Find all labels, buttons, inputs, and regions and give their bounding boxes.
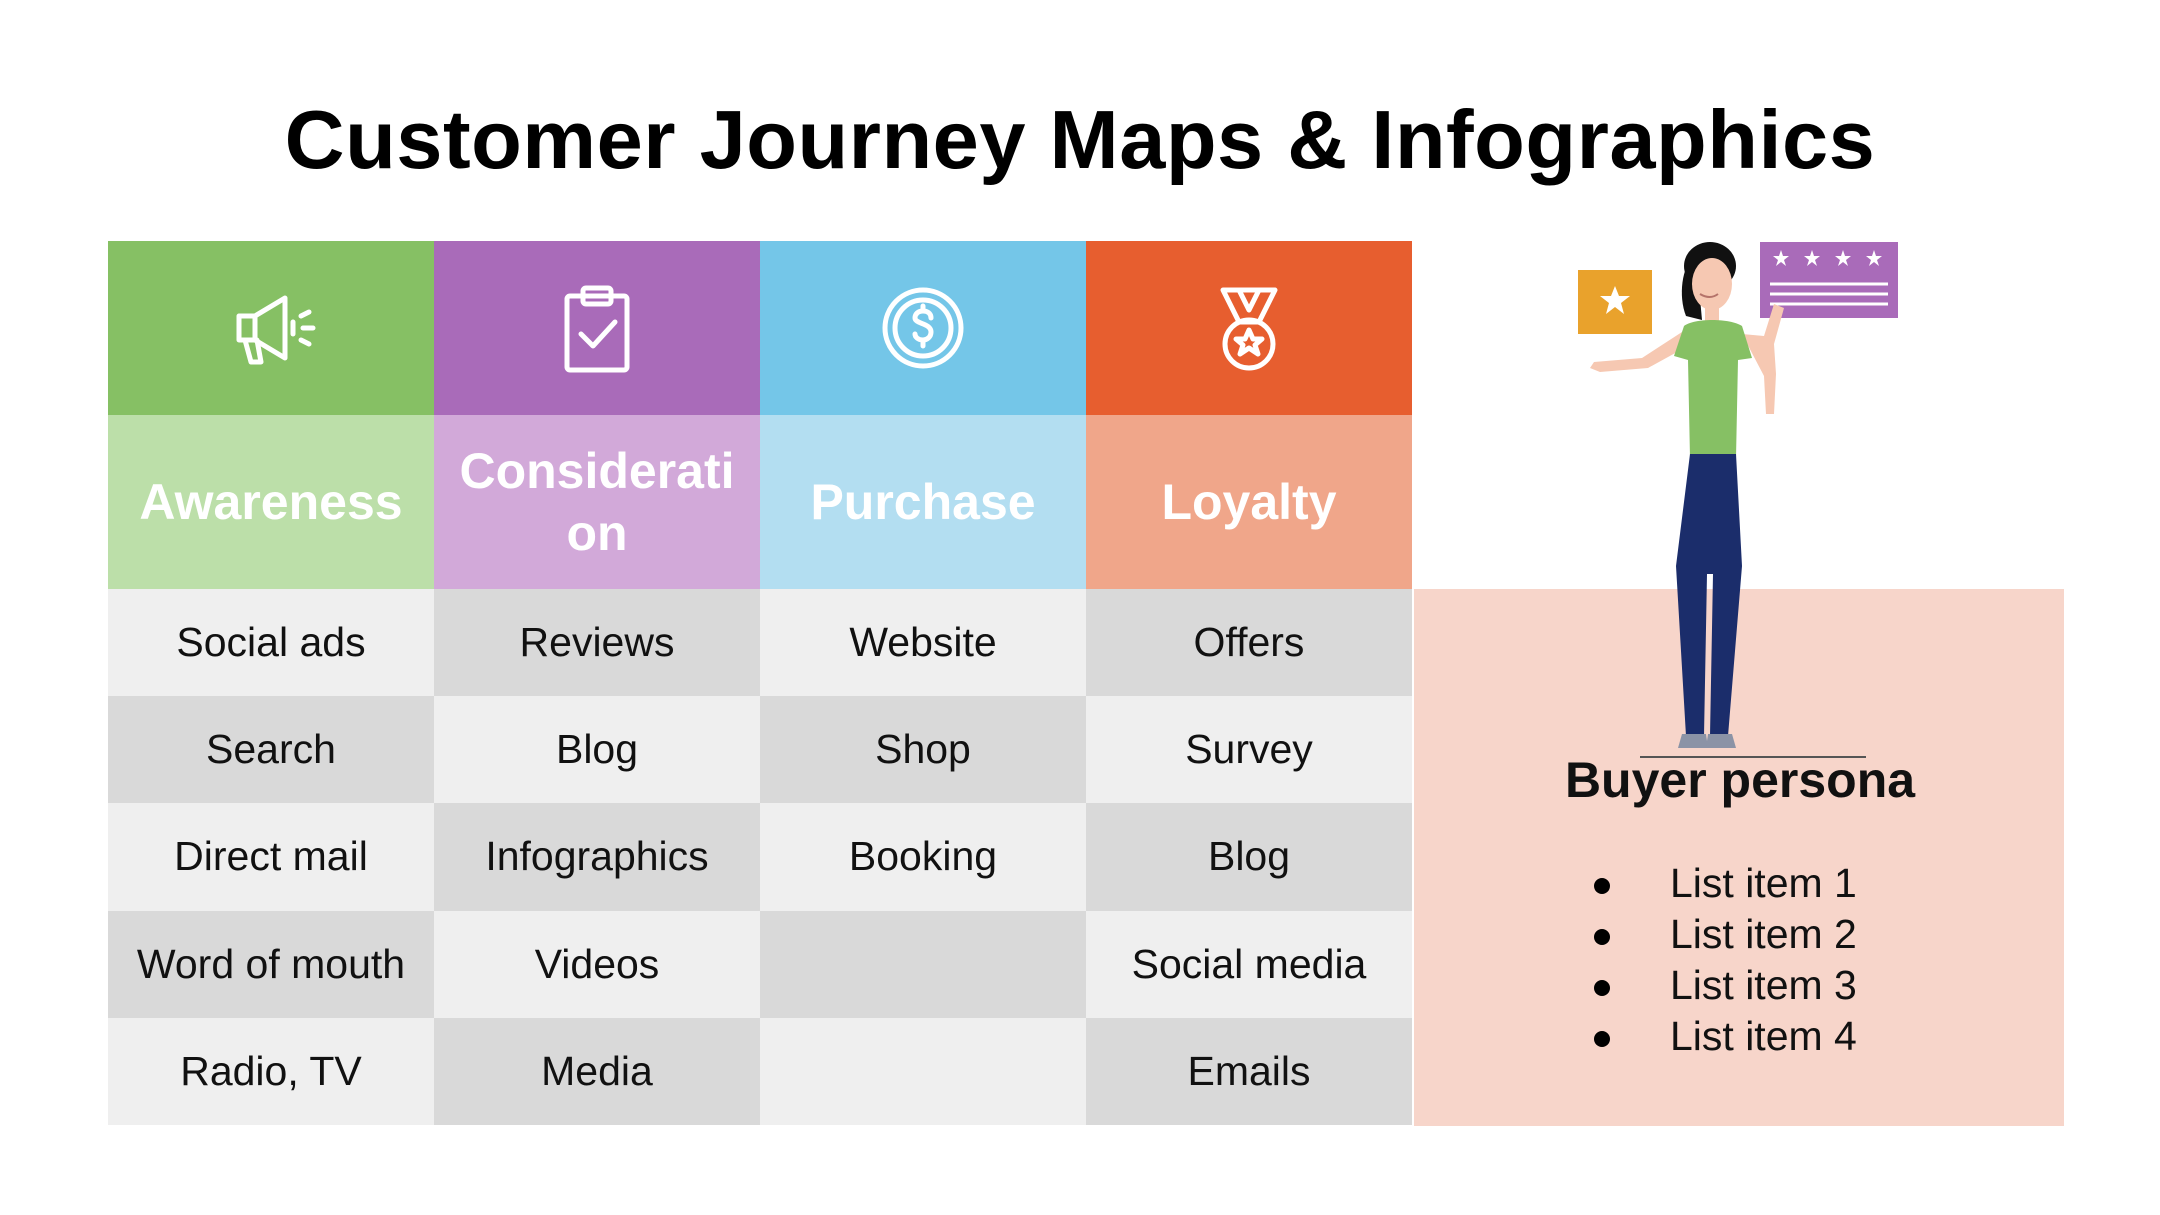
- persona-list: List item 1 List item 2 List item 3 List…: [1590, 858, 1857, 1062]
- medal-icon: [1220, 287, 1278, 371]
- clipboard-check-icon: [564, 285, 630, 373]
- stage-item: Infographics: [434, 803, 760, 911]
- stage-header: Loyalty: [1086, 415, 1412, 589]
- stage-item: Social ads: [108, 589, 434, 697]
- persona-list-item: List item 1: [1590, 858, 1857, 909]
- stage-column-consideration: Consideration Reviews Blog Infographics …: [434, 241, 760, 1125]
- stage-name: Purchase: [810, 474, 1036, 530]
- persona-list-item: List item 3: [1590, 960, 1857, 1011]
- dollar-coin-icon: [882, 287, 964, 369]
- persona-illustration: [1578, 242, 1898, 748]
- persona-title: Buyer persona: [1564, 752, 1916, 808]
- stage-name: Loyalty: [1161, 474, 1337, 530]
- stage-item: Radio, TV: [108, 1017, 434, 1125]
- stage-item: [760, 910, 1086, 1018]
- buyer-persona-panel: [1414, 589, 2064, 1126]
- stage-column-awareness: Awareness Social ads Search Direct mail …: [108, 241, 434, 1125]
- persona-list-item: List item 4: [1590, 1011, 1857, 1062]
- stage-item: Survey: [1086, 696, 1412, 804]
- stage-item: Reviews: [434, 589, 760, 697]
- review-card-icon: [1760, 242, 1898, 318]
- stage-name: Awareness: [139, 474, 403, 530]
- megaphone-icon: [236, 295, 316, 365]
- stage-name: Consideration: [459, 443, 735, 561]
- stage-item: Emails: [1086, 1017, 1412, 1125]
- slide-title: Customer Journey Maps & Infographics: [284, 93, 1876, 186]
- stage-item: Booking: [760, 803, 1086, 911]
- stage-item: Shop: [760, 696, 1086, 804]
- stage-header: Consideration: [434, 415, 760, 589]
- stage-icon-cell: [1086, 241, 1412, 415]
- stage-column-purchase: Purchase Website Shop Booking: [760, 241, 1086, 1125]
- stage-item: Blog: [434, 696, 760, 804]
- stage-item: Website: [760, 589, 1086, 697]
- stage-item: [760, 1017, 1086, 1125]
- stage-icon-cell: [434, 241, 760, 415]
- persona-list-item: List item 2: [1590, 909, 1857, 960]
- stage-header: Awareness: [108, 415, 434, 589]
- stage-item: Videos: [434, 910, 760, 1018]
- stage-icon-cell: [108, 241, 434, 415]
- star-badge-icon: [1578, 270, 1652, 334]
- stage-item: Search: [108, 696, 434, 804]
- stage-column-loyalty: Loyalty Offers Survey Blog Social media …: [1086, 241, 1412, 1125]
- stage-item: Media: [434, 1017, 760, 1125]
- stage-item: Word of mouth: [108, 910, 434, 1018]
- stage-item: Direct mail: [108, 803, 434, 911]
- persona-divider: [1640, 756, 1866, 758]
- stage-item: Blog: [1086, 803, 1412, 911]
- stage-header: Purchase: [760, 415, 1086, 589]
- stage-item: Social media: [1086, 910, 1412, 1018]
- stage-icon-cell: [760, 241, 1086, 415]
- stage-item: Offers: [1086, 589, 1412, 697]
